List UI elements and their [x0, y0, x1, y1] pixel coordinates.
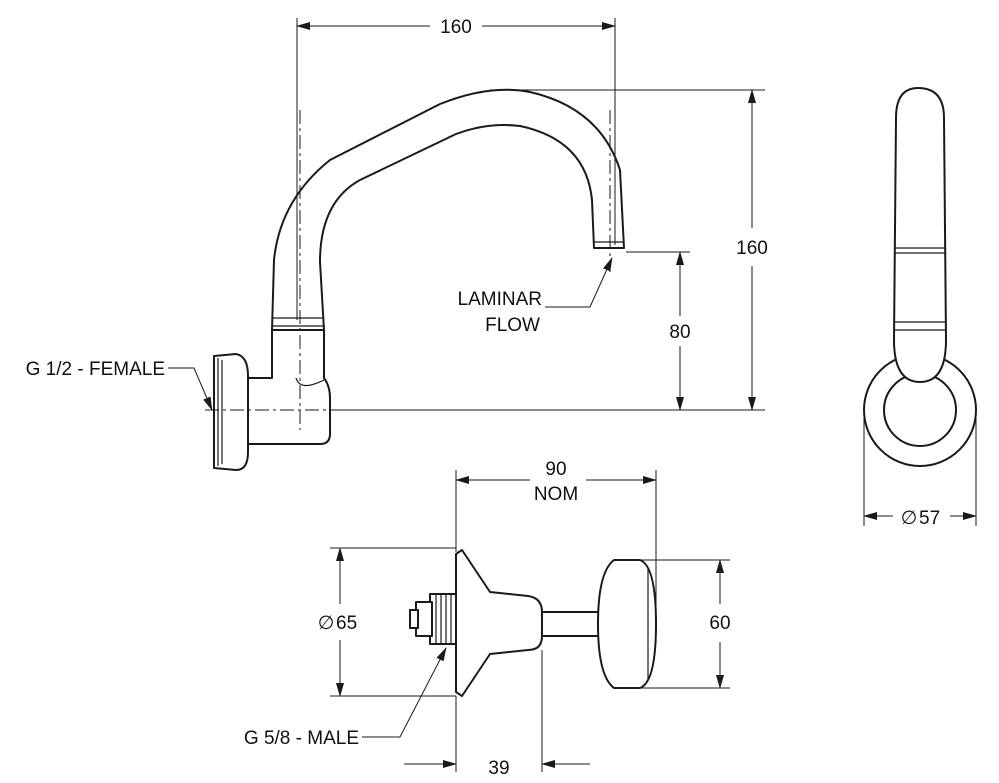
dim-body-depth: 39 [488, 758, 509, 779]
dim-flange-diameter: 65 [336, 613, 357, 634]
plan-flange [455, 549, 543, 697]
callout-laminar-line1: LAMINAR [458, 289, 542, 310]
callout-inlet-male: G 5/8 - MALE [244, 728, 359, 749]
elevation-view: 160 160 80 LAMINAR FLOW G 1/2 - FEMALE [26, 17, 768, 471]
dim-spout-reach: 160 [440, 17, 472, 38]
spout-end-view [893, 87, 947, 383]
wall-flange [213, 353, 249, 471]
callout-laminar-line2: FLOW [485, 315, 540, 336]
dim-outlet-height: 80 [669, 322, 690, 343]
dim-cover-diameter-symbol: ∅ [901, 508, 918, 529]
spout [271, 88, 625, 331]
callout-inlet-female: G 1/2 - FEMALE [26, 359, 165, 380]
plan-cover [597, 559, 657, 689]
dim-projection-value: 90 [545, 459, 566, 480]
plan-view: 90 NOM ∅ 65 60 39 G 5/8 - MALE [244, 459, 731, 779]
dim-flange-diameter-symbol: ∅ [318, 613, 335, 634]
dim-cover-diameter: 57 [919, 508, 940, 529]
end-view: ∅ 57 [863, 87, 977, 529]
dim-projection-label: NOM [534, 484, 578, 505]
tap-body [247, 329, 331, 445]
dim-overall-height: 160 [736, 238, 768, 259]
dim-body-height: 60 [709, 613, 730, 634]
